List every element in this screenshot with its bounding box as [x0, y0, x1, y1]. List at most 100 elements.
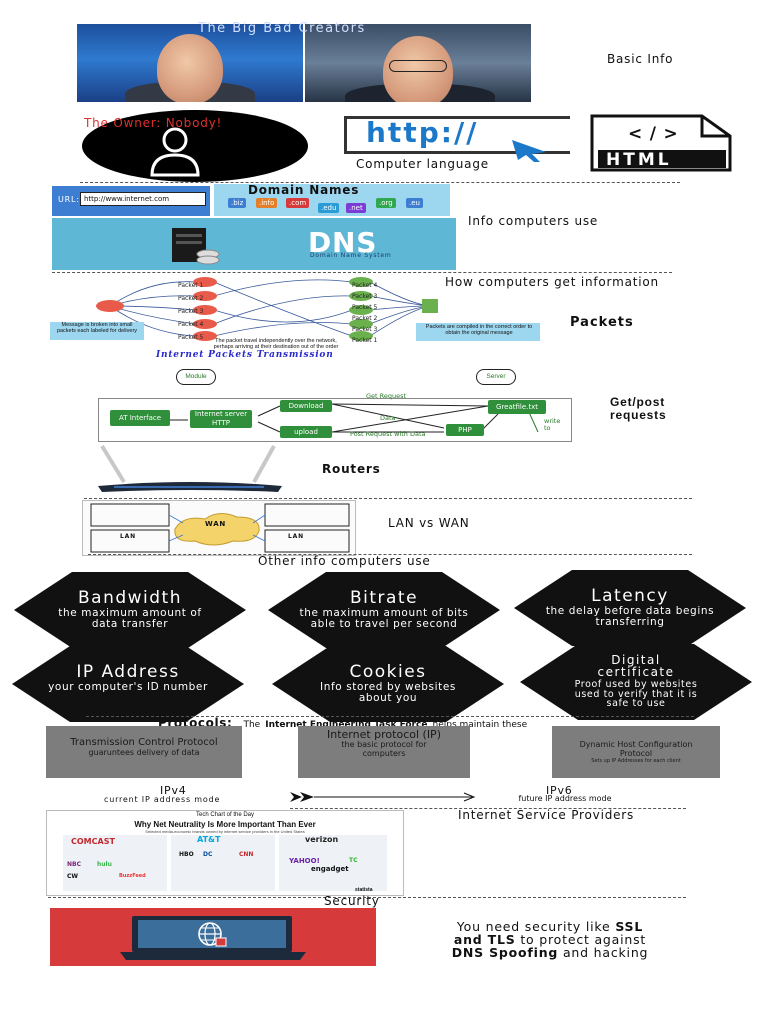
dns-panel — [52, 218, 456, 270]
security-dns-spoofing: DNS Spoofing — [451, 945, 559, 960]
getpost-box: upload — [280, 426, 332, 438]
info-diamond-title: Bandwidth — [77, 588, 182, 608]
tld-chip: .edu — [318, 203, 340, 213]
isp-brand: YAHOO! — [289, 857, 320, 865]
http-logo-text: http:// — [366, 116, 479, 149]
packet-label: Packet 1 — [352, 337, 378, 344]
dns-subtitle: Domain Name System — [310, 252, 392, 259]
protocol-box-desc: guaruntees delivery of data — [88, 748, 200, 757]
packet-label: Packet 4 — [352, 282, 378, 289]
info-diamond-desc: Info stored by websites about you — [320, 681, 456, 704]
getpost-box: PHP — [446, 424, 484, 436]
packets-title: Packets — [570, 315, 634, 330]
getpost-title-line1: Get/post — [610, 395, 666, 409]
protocols-intro-org: Internet Engineering Task Force — [265, 720, 428, 730]
getpost-box: Greatfile.txt — [488, 400, 546, 414]
info-diamond-title: Bitrate — [349, 588, 419, 608]
data-note: Data — [380, 414, 396, 422]
lan-label-left: LAN — [120, 533, 136, 540]
tld-chip: .net — [346, 203, 366, 213]
url-field — [80, 192, 206, 206]
lan-vs-wan-label: LAN vs WAN — [388, 516, 470, 530]
user-icon — [140, 125, 210, 177]
isp-brand: TC — [349, 857, 358, 864]
isp-brand: verizon — [305, 835, 339, 844]
dns-title: DNS — [308, 226, 378, 259]
server-icon — [170, 226, 220, 266]
info-diamond-title: Digital certificate — [597, 653, 675, 679]
security-mid: to protect against — [520, 932, 647, 947]
wan-label: WAN — [205, 520, 227, 528]
getpost-box: AT Interface — [110, 410, 170, 426]
info-computers-use-label: Info computers use — [468, 214, 599, 228]
isp-brand: DC — [203, 851, 213, 858]
isp-brand: BuzzFeed — [119, 873, 146, 879]
security-image — [50, 908, 376, 966]
isp-brand: CNN — [239, 851, 254, 858]
tld-row: .biz.info.com.edu.net.org.eu — [228, 198, 444, 214]
html-file-icon — [590, 114, 732, 172]
security-and-tls: and TLS — [453, 932, 516, 947]
protocol-box-title: Dynamic Host Configuration Protocol — [579, 740, 693, 758]
lan-wan-diagram — [82, 500, 356, 556]
ipv4-label: IPv4 — [160, 784, 187, 797]
other-info-title: Other info computers use — [258, 554, 431, 568]
getpost-arrows — [98, 392, 572, 442]
security-text-pre: You need security like — [456, 919, 611, 934]
security-title: Security — [324, 894, 380, 908]
packet-label: Packet 1 — [178, 282, 204, 289]
right-packet-note — [416, 323, 540, 341]
security-text: You need security like SSL and TLS to pr… — [400, 920, 700, 959]
tld-chip: .com — [286, 198, 310, 208]
left-packet-note — [50, 322, 144, 340]
lan-label-right: LAN — [288, 533, 304, 540]
info-diamond-desc: the maximum amount of data transfer — [58, 607, 202, 630]
info-diamond-desc: the maximum amount of bits able to trave… — [299, 607, 469, 630]
post-request-note: Post Request with Data — [350, 430, 426, 438]
getpost-box: Download — [280, 400, 332, 412]
tld-chip: .biz — [228, 198, 247, 208]
url-label: URL: — [58, 195, 80, 204]
module-pill — [176, 369, 216, 385]
divider — [84, 498, 692, 499]
packets-banner: Internet Packets Transmission — [156, 350, 334, 360]
http-logo — [344, 116, 570, 154]
divider — [48, 897, 686, 898]
divider — [290, 808, 686, 809]
protocol-box-desc: the basic protocol for computers — [341, 740, 427, 758]
protocol-box-title: Transmission Control Protocol — [70, 737, 218, 748]
isp-brand: AT&T — [197, 835, 221, 844]
owner-circle — [82, 110, 308, 182]
packet-label: Packet 3 — [352, 293, 378, 300]
left-packet-note-text: Message is broken into small packets eac… — [56, 322, 138, 334]
divider — [80, 182, 680, 183]
isp-brand: hulu — [97, 861, 112, 868]
creator-photo-right — [305, 24, 531, 102]
divider — [86, 716, 694, 717]
packets-section-label: How computers get information — [445, 275, 659, 289]
owner-caption: The Owner: Nobody! — [84, 116, 223, 130]
getpost-diagram-frame — [98, 398, 572, 442]
getpost-box: Internet server HTTP — [190, 410, 252, 428]
packet-label: Packet 3 — [352, 326, 378, 333]
isp-chart-title: Why Net Neutrality Is More Important Tha… — [134, 820, 316, 829]
ipv4-to-ipv6-arrow-icon — [288, 790, 478, 804]
info-diamond-desc: Proof used by websites used to verify th… — [574, 679, 698, 709]
ipv4-desc: current IP address mode — [104, 795, 221, 804]
cursor-icon — [510, 138, 550, 167]
security-ssl: SSL — [615, 919, 644, 934]
security-end: and hacking — [562, 945, 649, 960]
isp-brand: CW — [67, 873, 79, 880]
creators-caption: The Big Bad Creators — [198, 21, 366, 36]
domain-title: Domain Names — [248, 183, 360, 197]
isp-label: Internet Service Providers — [458, 808, 635, 822]
divider — [52, 272, 672, 273]
divider — [88, 554, 692, 555]
